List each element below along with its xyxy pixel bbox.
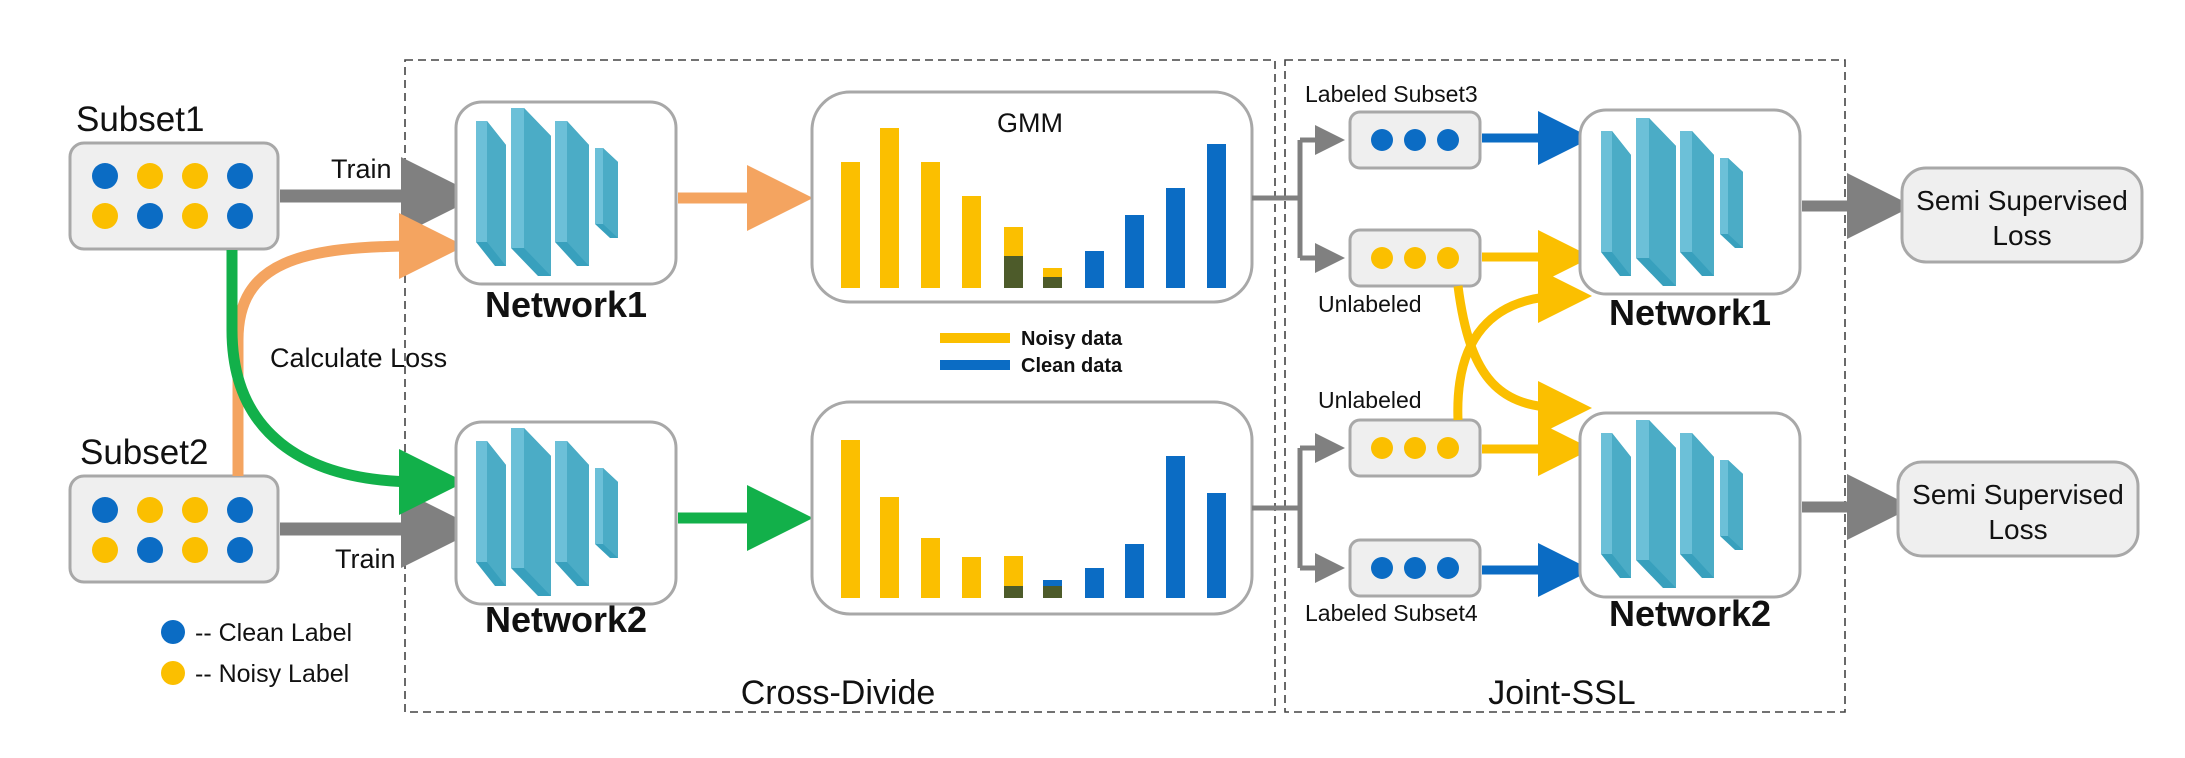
dot-clean [227,163,253,189]
gmm-bar-noisy [880,497,899,598]
calculate-loss-label: Calculate Loss [270,343,447,373]
unlabeled-top-cross-arrow [1453,285,1592,435]
dot-clean [227,203,253,229]
loss-top-line2: Loss [1992,220,2051,251]
dot-noisy [182,497,208,523]
chip-dot-noisy [1404,247,1426,269]
legend-clean-label: -- Clean Label [195,619,352,647]
chip-dot-noisy [1437,437,1459,459]
chip-dot-noisy [1371,247,1393,269]
labeled-subset4-label: Labeled Subset4 [1305,600,1478,626]
gmm-bar-clean [1166,456,1185,598]
gmm-bar-noisy [880,128,899,288]
dot-clean [227,537,253,563]
cross-divide-label: Cross-Divide [741,674,936,712]
gmm-bar-noisy [841,440,860,598]
gmm-bottom-bars [841,440,1226,598]
gmm-bar-clean [1085,568,1104,598]
chip-dot-noisy [1371,437,1393,459]
subset2-box [68,474,280,584]
cross-divide-region [404,59,1276,713]
chip-dot-noisy [1437,247,1459,269]
unlabeled-bottom-cross-arrow [1453,269,1592,421]
gmm-bar-noisy [841,162,860,288]
loss-top-line1: Semi Supervised [1916,185,2128,216]
dot-noisy [182,203,208,229]
subset1-box [68,141,280,251]
legend-clean-dot [161,620,185,644]
gmm-bar-noisy [1004,227,1023,256]
chip-dot-clean [1371,129,1393,151]
calculate-loss-green-arrow [226,250,465,515]
train-label-bottom: Train [335,544,396,574]
labeled-subset3-label: Labeled Subset3 [1305,81,1478,107]
chip-dot-clean [1371,557,1393,579]
dot-clean [227,497,253,523]
subset2-dots [92,497,253,563]
ssl-network1-label: Network1 [1609,292,1771,333]
gmm-legend-noisy-label: Noisy data [1021,328,1123,350]
ssl-network2-label: Network2 [1609,593,1771,634]
joint-ssl-label: Joint-SSL [1488,674,1635,712]
gmm-bar-noisy [1043,268,1062,277]
calculate-loss-orange-arrow [232,213,465,476]
loss-bottom-line1: Semi Supervised [1912,479,2124,510]
gmm-bar-overlap [1004,586,1023,598]
chip-dot-noisy [1404,437,1426,459]
gmm-bottom-box [810,400,1254,616]
gmm-bar-noisy [962,196,981,288]
legend-noisy-dot [161,661,185,685]
unlabeled-bottom-label: Unlabeled [1318,387,1422,413]
dot-clean [92,163,118,189]
dot-clean [137,537,163,563]
chip-dot-clean [1404,557,1426,579]
gmm-top-bars [841,128,1226,288]
gmm-bar-clean [1207,144,1226,288]
gmm-bar-clean [1125,215,1144,288]
dot-noisy [137,163,163,189]
gmm-legend-noisy-swatch [940,333,1010,343]
unlabeled-top-label: Unlabeled [1318,291,1422,317]
dot-noisy [182,537,208,563]
gmm-legend-clean-swatch [940,360,1010,370]
gmm-bar-noisy [921,162,940,288]
semi-supervised-loss-bottom [1896,460,2140,558]
network1-label: Network1 [485,284,647,325]
gmm-bar-clean [1166,188,1185,288]
dot-clean [137,203,163,229]
dot-noisy [92,203,118,229]
subset2-label: Subset2 [80,433,208,472]
subset1-dots [92,163,253,229]
dot-noisy [92,537,118,563]
subset1-label: Subset1 [76,100,204,139]
legend-noisy-label: -- Noisy Label [195,660,349,688]
chip-dot-clean [1437,129,1459,151]
chip-dot-clean [1404,129,1426,151]
gmm-bar-clean [1043,580,1062,586]
gmm-bar-overlap [1004,256,1023,288]
loss-bottom-line2: Loss [1988,514,2047,545]
gmm-bar-clean [1125,544,1144,598]
dot-clean [92,497,118,523]
gmm-bar-overlap [1043,277,1062,288]
network2-label: Network2 [485,599,647,640]
fork-bottom [1252,433,1345,583]
gmm-bar-noisy [921,538,940,598]
gmm-title: GMM [997,108,1063,138]
joint-ssl-region [1284,59,1846,713]
gmm-bar-noisy [962,557,981,598]
gmm-legend-clean-label: Clean data [1021,355,1123,377]
gmm-bar-clean [1207,493,1226,598]
dot-noisy [182,163,208,189]
dot-noisy [137,497,163,523]
chip-dot-clean [1437,557,1459,579]
semi-supervised-loss-top [1900,166,2144,264]
gmm-bar-clean [1085,251,1104,288]
train-label-top: Train [331,154,392,184]
fork-top [1252,125,1345,273]
gmm-bar-noisy [1004,556,1023,586]
gmm-bar-overlap [1043,586,1062,598]
